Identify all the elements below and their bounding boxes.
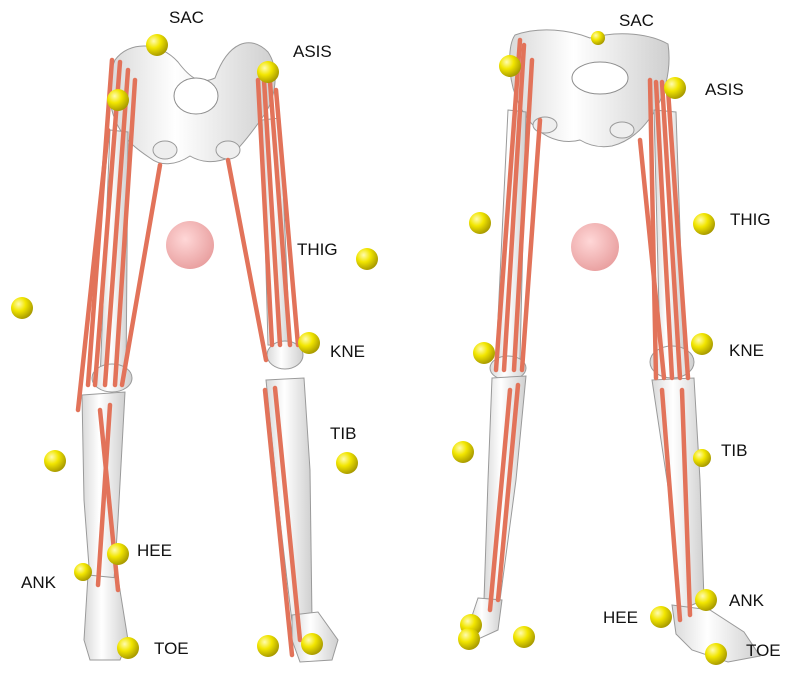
marker	[650, 606, 672, 628]
marker	[664, 77, 686, 99]
label-thig: THIG	[730, 210, 771, 229]
marker	[257, 61, 279, 83]
marker	[146, 34, 168, 56]
marker	[499, 55, 521, 77]
marker	[301, 633, 323, 655]
marker	[356, 248, 378, 270]
marker	[298, 332, 320, 354]
marker	[44, 450, 66, 472]
label-tib: TIB	[721, 441, 747, 460]
right-pelvis	[510, 30, 669, 147]
label-hee: HEE	[137, 541, 172, 560]
marker	[705, 643, 727, 665]
label-sac: SAC	[169, 8, 204, 27]
marker	[257, 635, 279, 657]
marker	[693, 449, 711, 467]
marker	[473, 342, 495, 364]
right-center-of-mass-sphere	[571, 223, 619, 271]
marker	[695, 589, 717, 611]
label-kne: KNE	[729, 341, 764, 360]
right-view: SAC ASIS THIG KNE TIB ANK HEE TOE	[452, 11, 781, 665]
marker	[107, 543, 129, 565]
label-kne: KNE	[330, 342, 365, 361]
marker	[107, 89, 129, 111]
label-thig: THIG	[297, 240, 338, 259]
left-view: SAC ASIS THIG KNE TIB HEE ANK TOE	[11, 8, 378, 662]
label-asis: ASIS	[293, 42, 332, 61]
label-asis: ASIS	[705, 80, 744, 99]
label-sac: SAC	[619, 11, 654, 30]
marker	[458, 628, 480, 650]
marker	[336, 452, 358, 474]
label-tib: TIB	[330, 424, 356, 443]
marker	[469, 212, 491, 234]
marker	[513, 626, 535, 648]
label-hee: HEE	[603, 608, 638, 627]
marker	[691, 333, 713, 355]
marker	[591, 31, 605, 45]
marker	[74, 563, 92, 581]
left-center-of-mass-sphere	[166, 221, 214, 269]
marker	[693, 213, 715, 235]
label-ank: ANK	[729, 591, 765, 610]
marker	[452, 441, 474, 463]
label-toe: TOE	[746, 641, 781, 660]
label-toe: TOE	[154, 639, 189, 658]
marker	[117, 637, 139, 659]
label-ank: ANK	[21, 573, 57, 592]
marker	[11, 297, 33, 319]
